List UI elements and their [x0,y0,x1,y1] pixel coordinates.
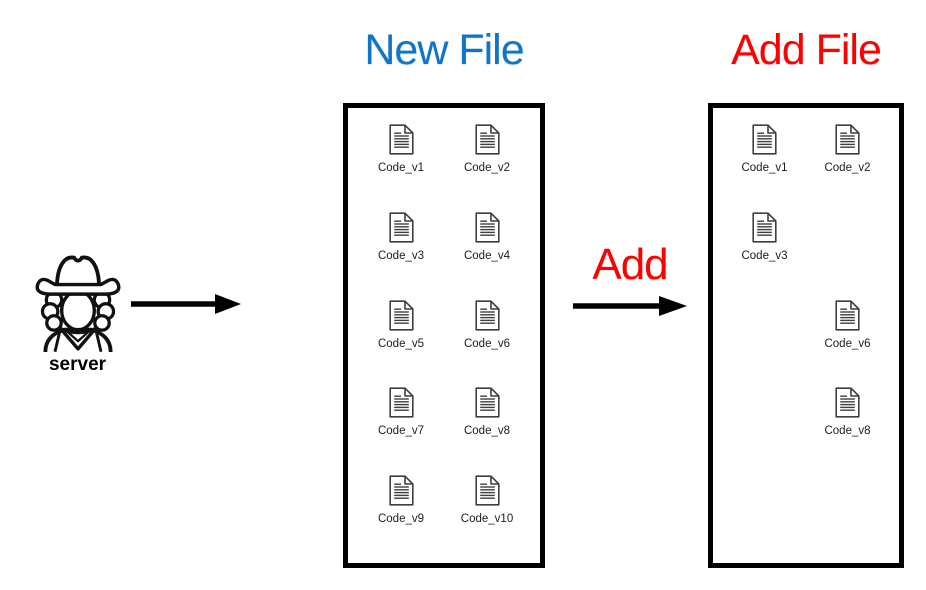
arrow-right-icon [573,296,687,316]
document-icon [475,212,500,243]
server-actor: server [25,244,130,376]
file-label: Code_v1 [377,162,425,174]
new-file-title: New File [364,26,524,74]
file-label: Code_v10 [460,513,514,526]
document-icon [389,300,414,331]
server-label: server [48,354,107,375]
document-icon [752,124,777,155]
document-icon [835,300,860,331]
file-item-code_v8: Code_v8 [806,387,889,475]
file-label: Code_v8 [824,425,871,438]
file-item-code_v7: Code_v7 [358,387,444,475]
file-item-code_v8: Code_v8 [444,387,530,475]
document-icon [475,124,500,155]
file-label: Code_v7 [377,425,425,438]
file-item-code_v1: Code_v1 [358,124,444,212]
arrow-right-icon [131,294,241,314]
file-item-code_v4: Code_v4 [444,212,530,300]
file-label: Code_v2 [824,162,871,174]
file-label: Code_v5 [377,337,425,350]
file-item-code_v10: Code_v10 [444,475,530,563]
file-item-code_v9: Code_v9 [358,475,444,563]
file-item-code_v6: Code_v6 [806,300,889,388]
add-file-title: Add File [731,26,882,74]
file-label: Code_v6 [824,337,871,350]
file-label: Code_v3 [741,249,788,262]
add-action-label: Add [592,240,668,289]
document-icon [389,124,414,155]
file-item-code_v3: Code_v3 [723,212,806,300]
document-icon [752,212,777,243]
file-label: Code_v9 [377,513,425,526]
document-icon [389,475,414,506]
document-icon [475,387,500,418]
file-item-code_v2: Code_v2 [444,124,530,212]
file-label: Code_v4 [463,249,511,262]
file-label: Code_v6 [463,337,511,350]
file-item-code_v3: Code_v3 [358,212,444,300]
document-icon [835,387,860,418]
document-icon [389,387,414,418]
document-icon [835,124,860,155]
file-item-code_v6: Code_v6 [444,300,530,388]
cowboy-person-icon [35,255,120,352]
file-label: Code_v1 [741,162,788,174]
file-label: Code_v3 [377,249,425,262]
file-label: Code_v8 [463,425,511,438]
document-icon [475,475,500,506]
file-item-code_v1: Code_v1 [723,124,806,212]
file-label: Code_v2 [463,162,511,174]
file-item-code_v5: Code_v5 [358,300,444,388]
document-icon [389,212,414,243]
document-icon [475,300,500,331]
file-item-code_v2: Code_v2 [806,124,889,212]
